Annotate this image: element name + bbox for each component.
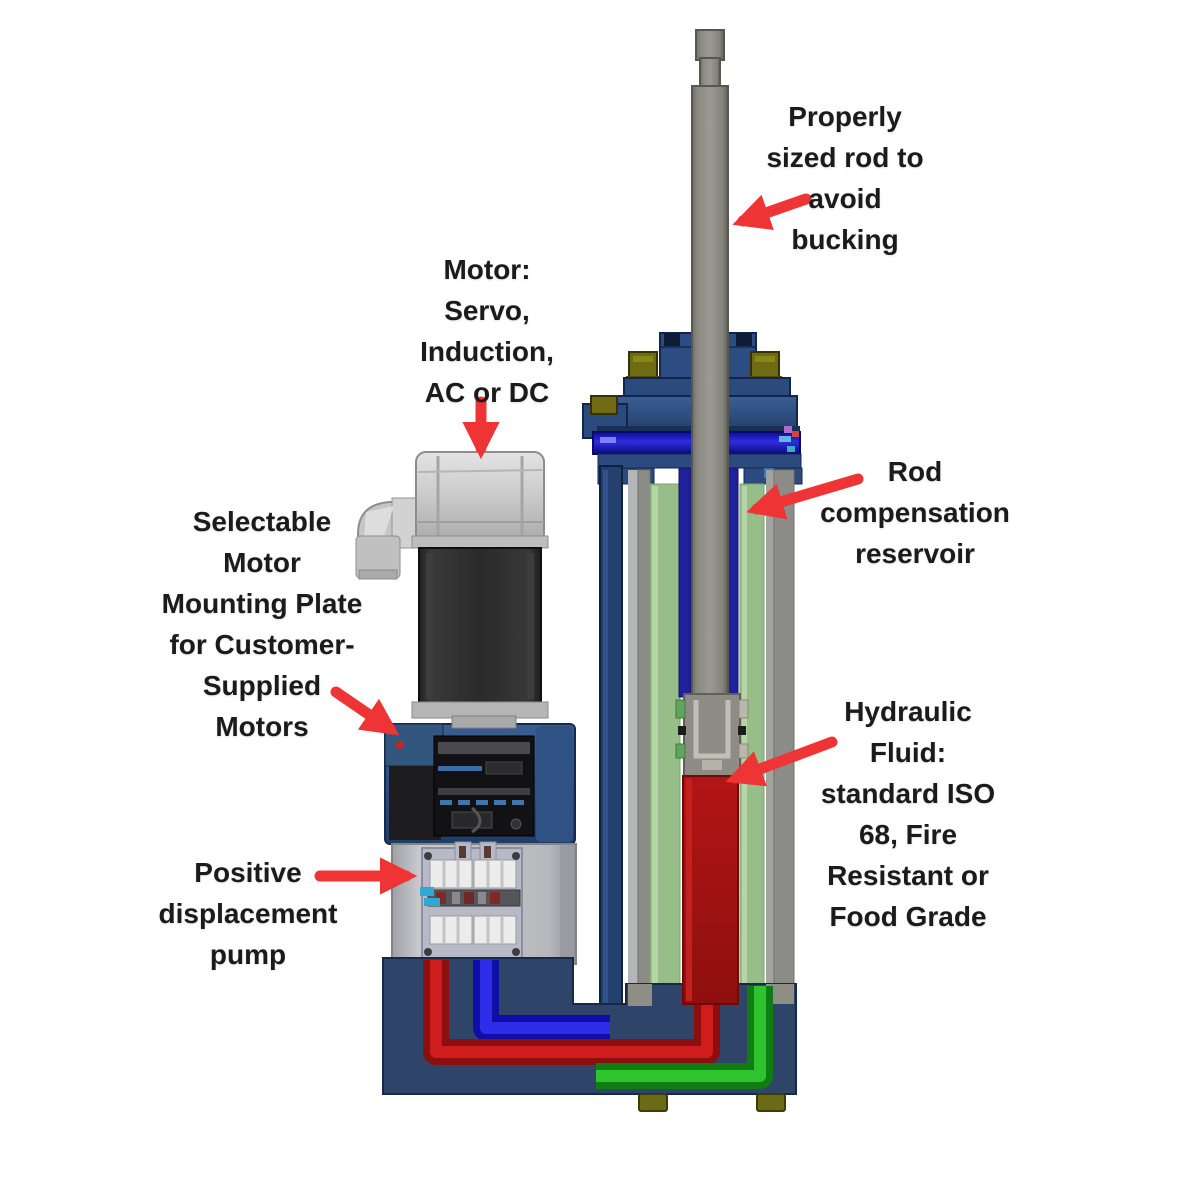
positive-displacement-pump xyxy=(391,841,577,965)
pump-rollers xyxy=(429,859,517,945)
label-hydraulic-fluid: Hydraulic Fluid: standard ISO 68, Fire R… xyxy=(820,696,996,932)
label-motor-mounting-plate: Selectable Motor Mounting Plate for Cust… xyxy=(161,506,363,742)
motor-mounting-plate xyxy=(384,715,576,845)
label-rod-compensation-reservoir: Rod compensation reservoir xyxy=(820,456,1010,569)
annotation-arrows xyxy=(314,193,864,895)
mounting-plate-annotation-arrow xyxy=(330,686,400,736)
base-bolt-left xyxy=(638,1093,668,1112)
pump-valve xyxy=(420,887,434,896)
motor-body xyxy=(418,547,542,705)
piston-rod xyxy=(675,29,749,779)
rod-annotation-arrow xyxy=(732,193,812,231)
electric-motor xyxy=(355,451,549,719)
piston-head xyxy=(675,693,749,779)
head-bolt-side xyxy=(590,395,618,415)
alignment-dot xyxy=(396,741,404,749)
label-motor: Motor: Servo, Induction, AC or DC xyxy=(420,254,554,408)
pipe-green-reservoir xyxy=(596,986,773,1089)
label-positive-displacement-pump: Positive displacement pump xyxy=(158,857,338,970)
label-properly-sized-rod: Properly sized rod to avoid bucking xyxy=(766,101,924,255)
pipe-red-pressure xyxy=(423,960,720,1065)
rod-compensation-reservoir xyxy=(649,483,765,991)
reservoir-annotation-arrow xyxy=(746,473,864,520)
fluid-annotation-arrow xyxy=(725,736,838,787)
motor-top-cap xyxy=(415,451,545,545)
coupling-window xyxy=(433,735,535,837)
pipe-blue-suction xyxy=(473,960,610,1041)
base-bolt-right xyxy=(756,1093,786,1112)
hydraulic-fluid-column xyxy=(682,775,739,1005)
